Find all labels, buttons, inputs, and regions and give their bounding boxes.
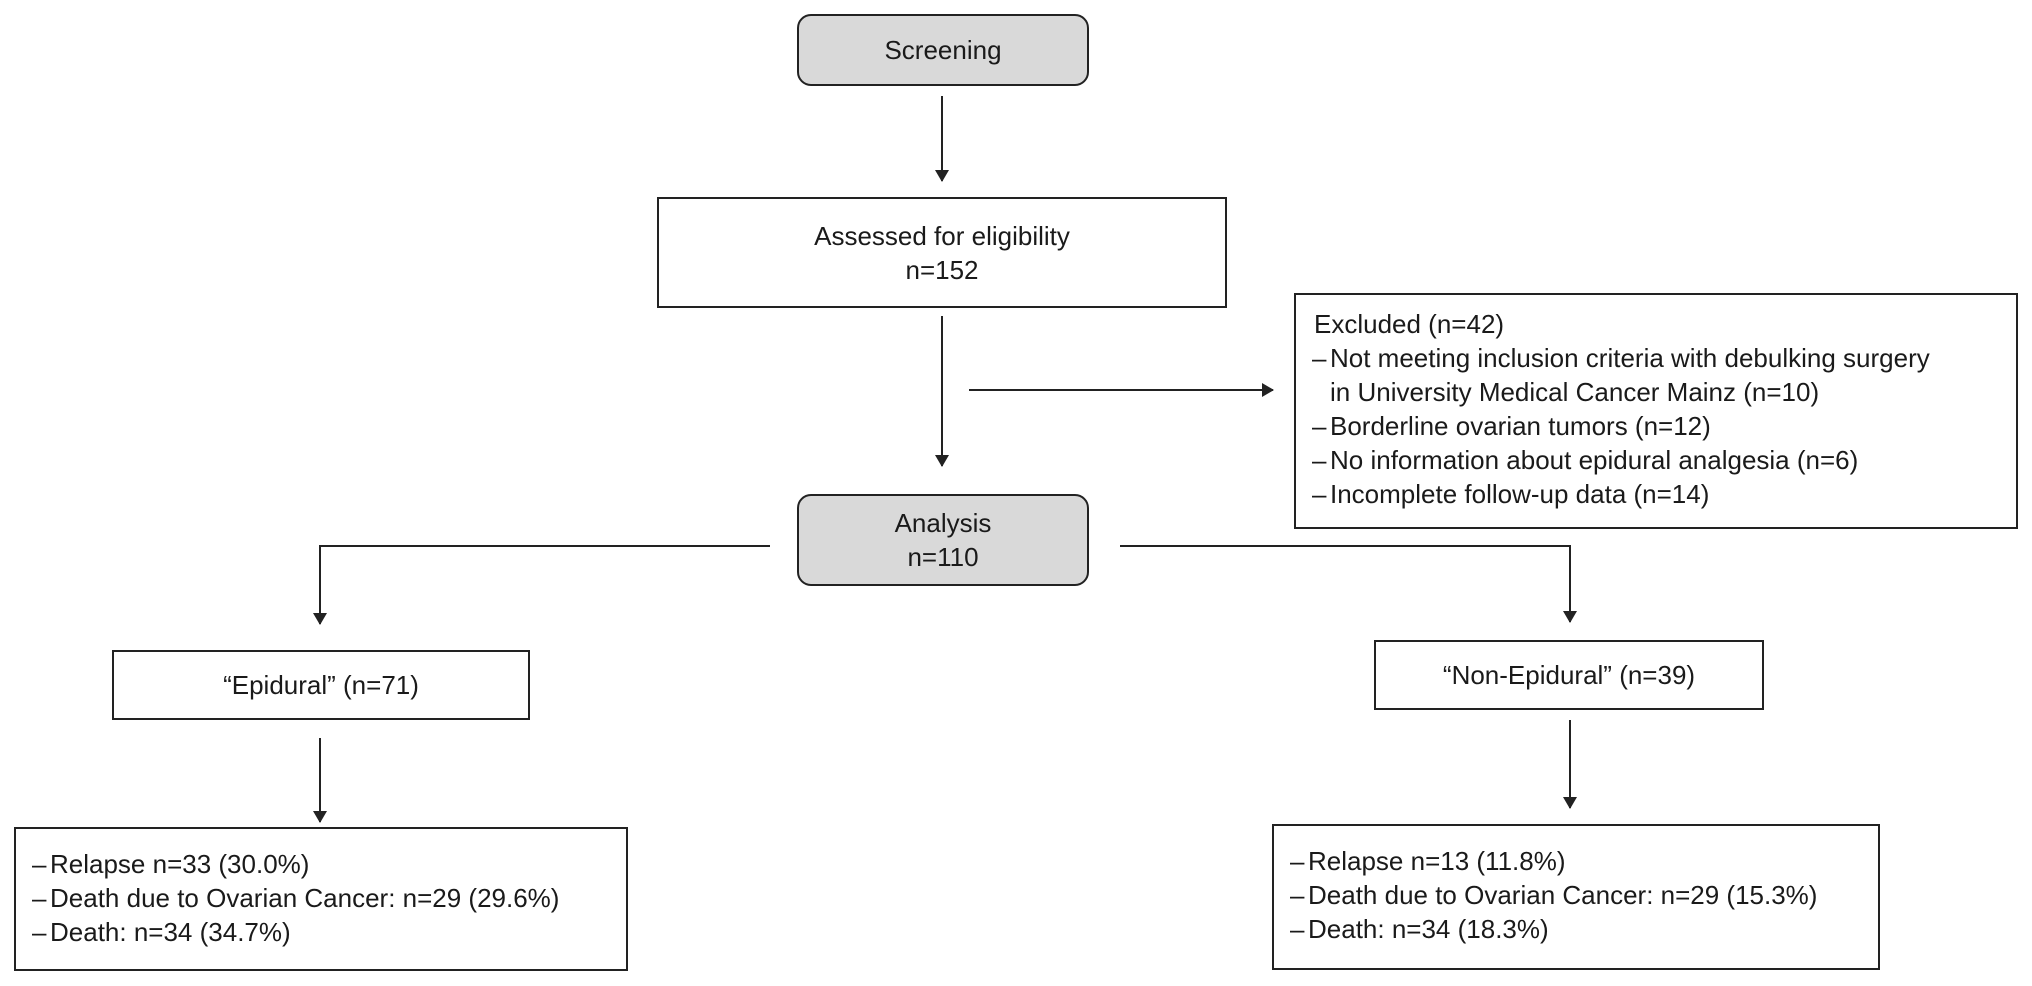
- excluded-box: Excluded (n=42) – Not meeting inclusion …: [1294, 293, 2018, 529]
- bullet-dash: –: [32, 849, 47, 879]
- epidural-group-label: “Epidural” (n=71): [223, 670, 419, 700]
- analysis-box: Analysis n=110: [797, 494, 1089, 586]
- epidural-outcomes-box: – Relapse n=33 (30.0%) – Death due to Ov…: [14, 827, 628, 971]
- bullet-dash: –: [1290, 846, 1305, 876]
- outcome-item: – Relapse n=33 (30.0%): [32, 849, 310, 879]
- non-epidural-outcomes-box: – Relapse n=13 (11.8%) – Death due to Ov…: [1272, 824, 1880, 970]
- bullet-dash: –: [1312, 479, 1327, 509]
- bullet-dash: –: [1312, 343, 1327, 373]
- bullet-dash: –: [32, 883, 47, 913]
- bullet-dash: –: [1312, 411, 1327, 441]
- outcome-item: – Death due to Ovarian Cancer: n=29 (15.…: [1290, 880, 1818, 910]
- excluded-item: – Not meeting inclusion criteria with de…: [1312, 343, 1930, 407]
- screening-label: Screening: [884, 35, 1002, 65]
- outcome-item: – Death: n=34 (34.7%): [32, 917, 291, 947]
- non-epidural-group-box: “Non-Epidural” (n=39): [1374, 640, 1764, 710]
- bullet-dash: –: [1312, 445, 1327, 475]
- excluded-item: – Borderline ovarian tumors (n=12): [1312, 411, 1711, 441]
- screening-box: Screening: [797, 14, 1089, 86]
- assessed-box: Assessed for eligibility n=152: [657, 197, 1227, 308]
- outcome-item: – Death: n=34 (18.3%): [1290, 914, 1549, 944]
- arrow-analysis-to-epidural: [313, 545, 770, 625]
- excluded-title: Excluded (n=42): [1314, 309, 1505, 339]
- bullet-dash: –: [1290, 914, 1305, 944]
- outcome-item: – Death due to Ovarian Cancer: n=29 (29.…: [32, 883, 560, 913]
- bullet-dash: –: [32, 917, 47, 947]
- analysis-count: n=110: [907, 542, 979, 572]
- non-epidural-group-label: “Non-Epidural” (n=39): [1442, 660, 1696, 690]
- assessed-label: Assessed for eligibility: [814, 220, 1070, 251]
- analysis-label: Analysis: [894, 508, 992, 538]
- arrow-analysis-to-non-epidural: [1120, 545, 1577, 623]
- bullet-dash: –: [1290, 880, 1305, 910]
- excluded-item: – Incomplete follow-up data (n=14): [1312, 479, 1710, 509]
- outcome-item: – Relapse n=13 (11.8%): [1290, 846, 1566, 876]
- excluded-item: – No information about epidural analgesi…: [1312, 445, 1859, 475]
- epidural-group-box: “Epidural” (n=71): [112, 650, 530, 720]
- assessed-count: n=152: [905, 254, 979, 285]
